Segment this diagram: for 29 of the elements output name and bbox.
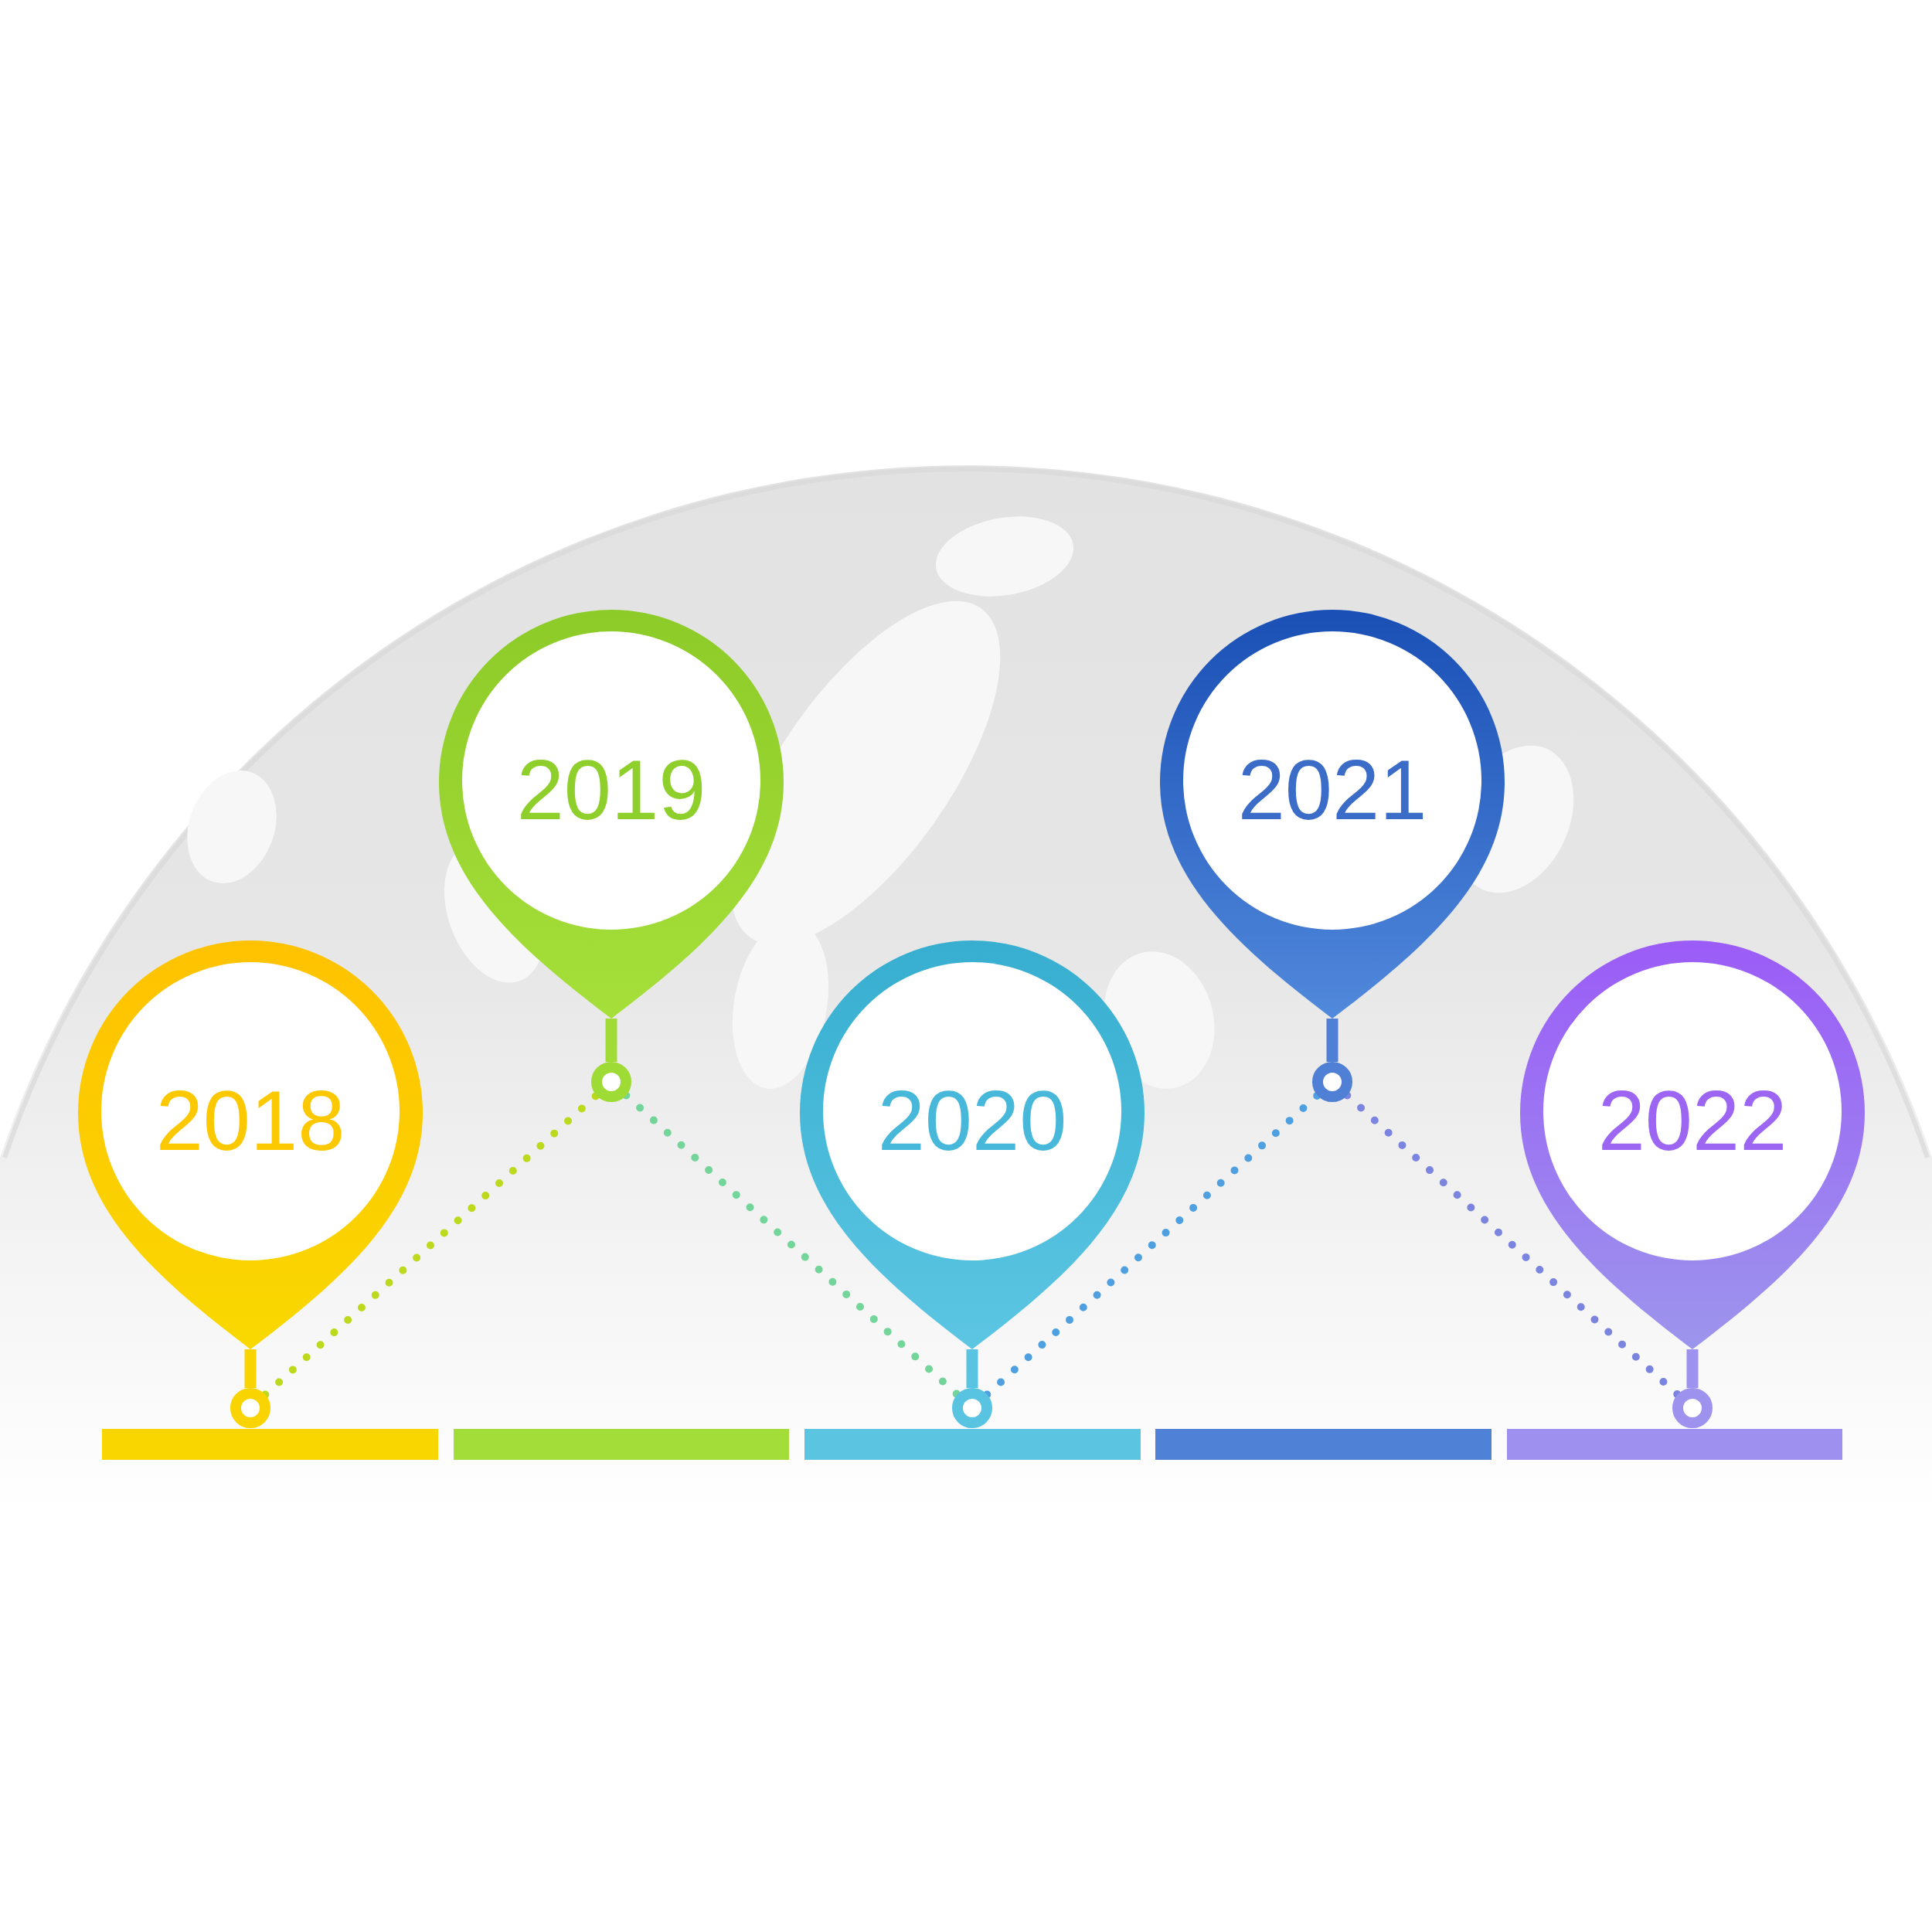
ring-marker <box>1312 1062 1352 1102</box>
year-label: 2021 <box>1237 747 1427 832</box>
dotted-line <box>622 1091 961 1399</box>
year-label: 2019 <box>516 747 706 832</box>
map-pin <box>1160 610 1505 1019</box>
map-pin <box>1520 940 1865 1349</box>
map-pin <box>800 940 1145 1349</box>
stem-line <box>605 1019 617 1062</box>
timeline-bar <box>1155 1429 1492 1460</box>
timeline-bar <box>454 1429 789 1460</box>
stem-line <box>1326 1019 1338 1062</box>
ring-marker <box>230 1388 270 1428</box>
timeline-bar <box>102 1429 438 1460</box>
stem-line <box>1686 1349 1699 1388</box>
stem-line <box>244 1349 257 1388</box>
dotted-line <box>261 1091 600 1399</box>
map-pin <box>439 610 784 1019</box>
dotted-line <box>1343 1091 1682 1399</box>
dotted-line <box>983 1091 1321 1399</box>
timeline-bar <box>1507 1429 1842 1460</box>
ring-marker <box>952 1388 992 1428</box>
year-label: 2018 <box>155 1078 345 1163</box>
ring-marker <box>1672 1388 1713 1428</box>
year-label: 2020 <box>877 1078 1067 1163</box>
year-label: 2022 <box>1597 1078 1787 1163</box>
ring-marker <box>591 1062 631 1102</box>
timeline-bar <box>804 1429 1141 1460</box>
stem-line <box>966 1349 978 1388</box>
map-pin <box>78 940 423 1349</box>
